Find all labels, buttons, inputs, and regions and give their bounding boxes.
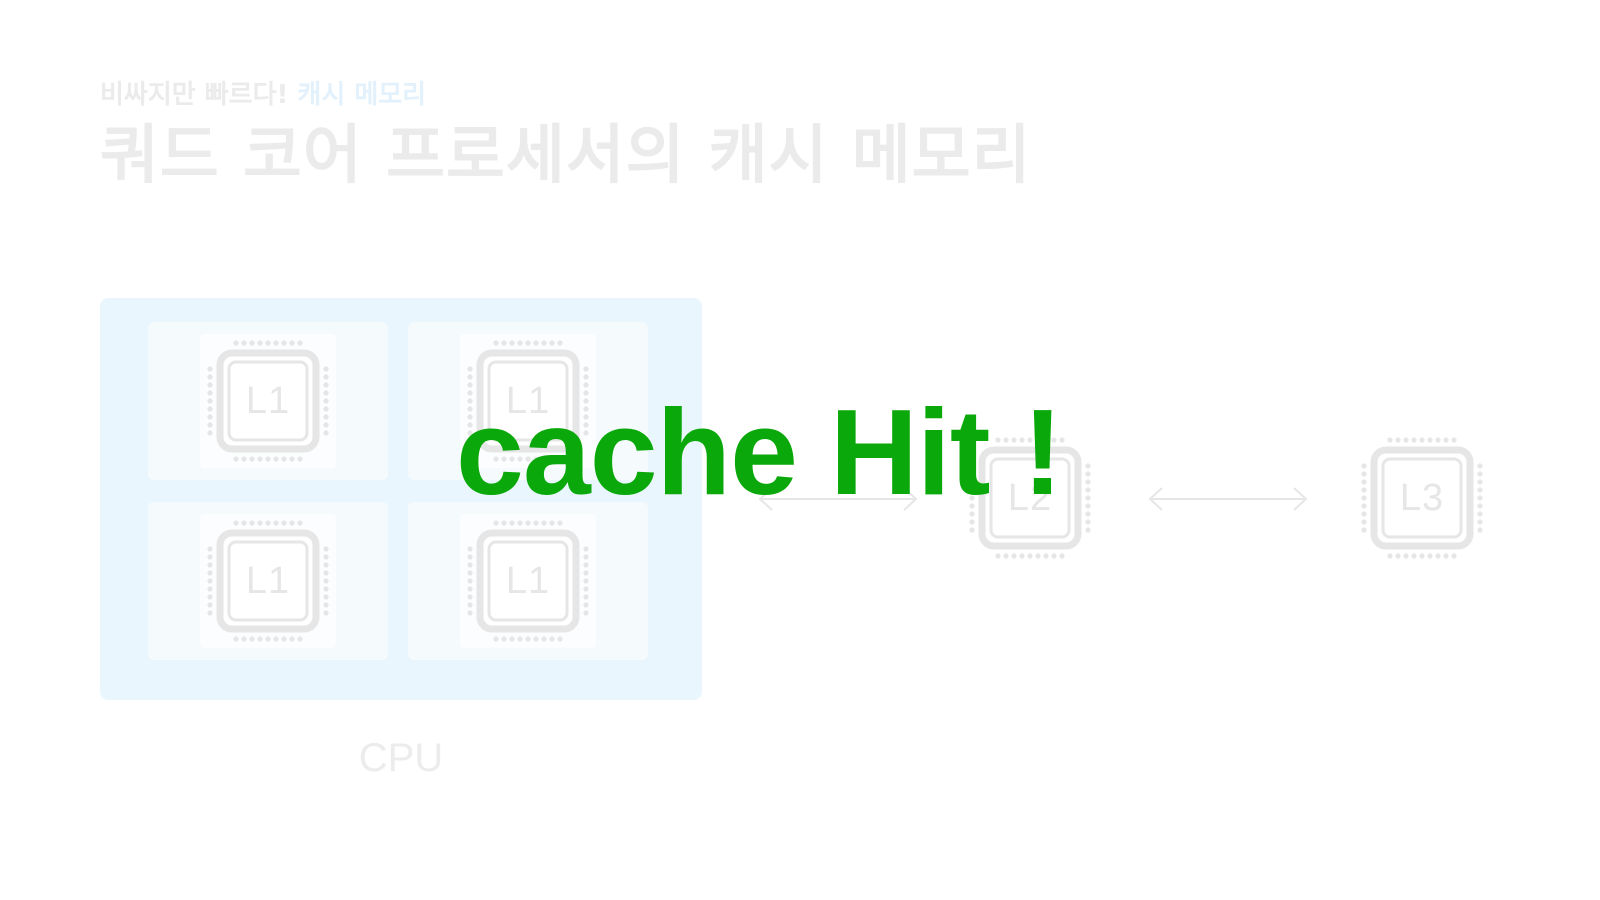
cpu-core-4: L1: [408, 502, 648, 660]
l3-label: L3: [1399, 476, 1445, 519]
cpu-label: CPU: [358, 736, 444, 780]
l1-cache-chip-icon: L1: [466, 519, 590, 643]
chip-label: L1: [505, 379, 551, 422]
subtitle-prefix: 비싸지만 빠르다!: [100, 80, 289, 110]
double-arrow-icon: [1148, 487, 1308, 511]
chip-label: L1: [505, 559, 551, 602]
l2-cache-chip-icon: L2: [968, 436, 1092, 560]
chip-label: L1: [245, 379, 291, 422]
double-arrow-icon: [758, 487, 918, 511]
l3-cache-chip-icon: L3: [1360, 436, 1484, 560]
cpu-core-3: L1: [148, 502, 388, 660]
subtitle-highlight: 캐시 메모리: [297, 80, 427, 110]
l1-cache-chip-icon: L1: [206, 339, 330, 463]
cache-hit-overlay: cache Hit !: [456, 384, 1063, 520]
l1-cache-chip-icon: L1: [206, 519, 330, 643]
cpu-core-1: L1: [148, 322, 388, 480]
slide-title: 쿼드 코어 프로세서의 캐시 메모리: [100, 119, 1032, 193]
l2-label: L2: [1007, 476, 1053, 519]
l1-cache-chip-icon: L1: [466, 339, 590, 463]
slide-subtitle: 비싸지만 빠르다! 캐시 메모리: [100, 80, 426, 111]
cpu-package: L1 L1 L1 L1: [100, 298, 702, 700]
chip-label: L1: [245, 559, 291, 602]
cpu-core-2: L1: [408, 322, 648, 480]
